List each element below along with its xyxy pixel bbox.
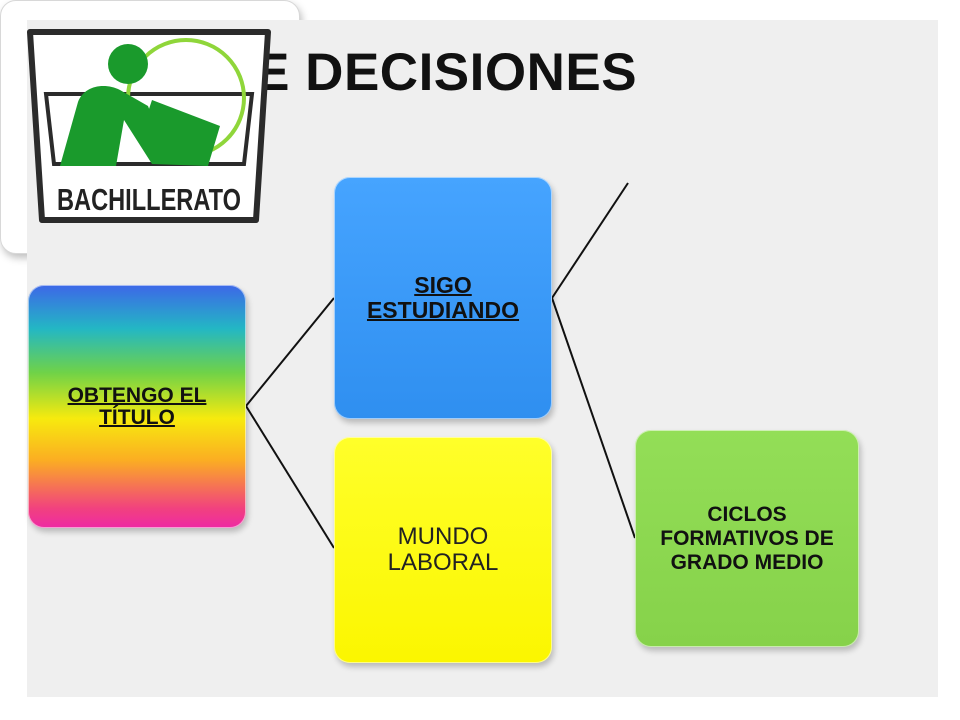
node-ciclos-formativos-label: CICLOS FORMATIVOS DE GRADO MEDIO	[660, 502, 834, 574]
logo-text: BACHILLERATO	[57, 182, 241, 217]
node-sigo-estudiando: SIGO ESTUDIANDO	[334, 177, 552, 419]
logo-inner-frame	[43, 92, 255, 166]
bachillerato-logo: BACHILLERATO	[27, 29, 271, 223]
node-sigo-estudiando-label: SIGO ESTUDIANDO	[366, 272, 520, 323]
node-ciclos-formativos: CICLOS FORMATIVOS DE GRADO MEDIO	[635, 430, 859, 647]
node-obtengo-titulo-label: OBTENGO EL TÍTULO	[67, 383, 207, 429]
node-mundo-laboral: MUNDO LABORAL	[334, 437, 552, 663]
node-bachillerato-logo: BACHILLERATO	[0, 0, 300, 254]
node-obtengo-titulo: OBTENGO EL TÍTULO	[28, 285, 246, 528]
logo-reader-figure	[60, 44, 220, 166]
node-mundo-laboral-label: MUNDO LABORAL	[387, 523, 499, 576]
